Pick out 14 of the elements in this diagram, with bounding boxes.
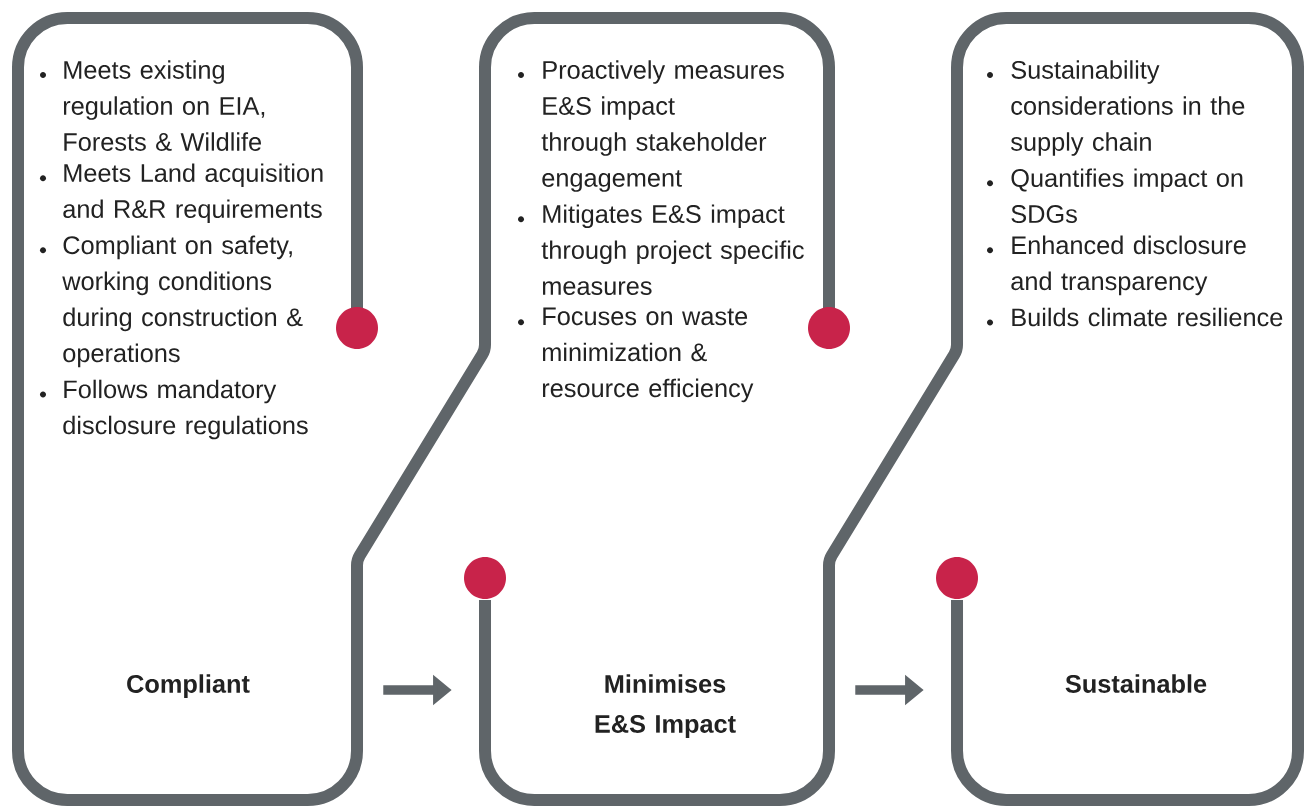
bullet-item: Meets existing regulation on EIA, Forests & Wildlife	[63, 60, 265, 151]
bullet-item: Mitigates E&S impact through project specific measures	[541, 204, 804, 295]
bullet-item: Quantifies impact on SDGs	[1011, 168, 1243, 223]
bullet-item: Follows mandatory disclosure regulations	[63, 379, 308, 440]
bullet-item: Proactively measures E&S impact through stakeholder engagement	[541, 60, 784, 192]
bullet-item: Meets Land acquisition and R&R requirements	[63, 163, 323, 223]
bullet-item: Enhanced disclosure and transparency	[1011, 235, 1246, 296]
bullet-item: Sustainability considerations in the supply chain	[1011, 60, 1245, 156]
bullet-item: Compliant on safety, working conditions during construction & operations	[62, 235, 303, 368]
stage-title: Sustainable	[1065, 674, 1207, 693]
stage-title: Compliant	[127, 674, 250, 698]
bullet-item: Focuses on waste minimization & resource efficiency	[542, 307, 754, 403]
bullet-item: Builds climate resilience	[1012, 307, 1283, 327]
stage-title: Minimises E&S Impact	[595, 674, 736, 738]
